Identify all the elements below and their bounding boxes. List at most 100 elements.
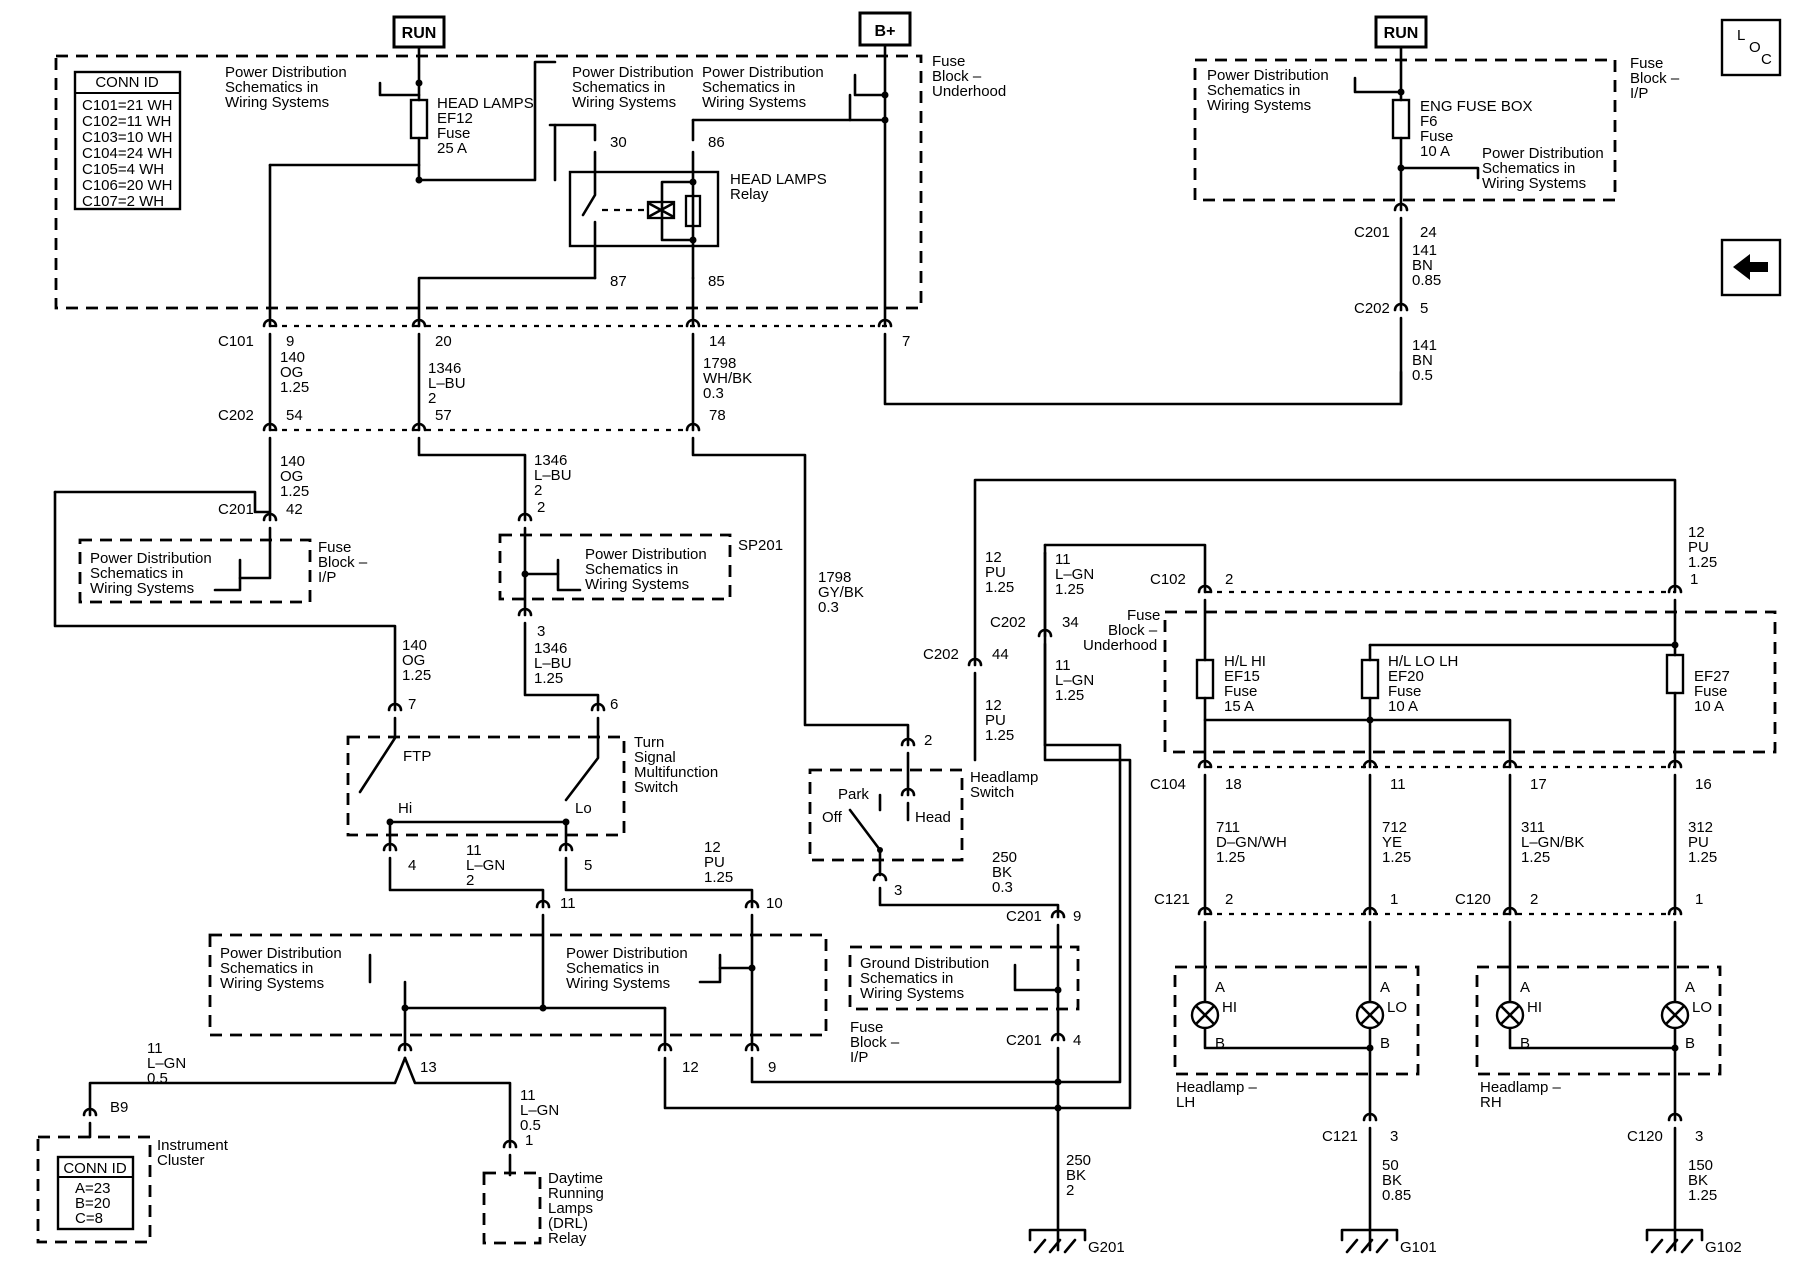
svg-text:1.25: 1.25: [1055, 581, 1084, 598]
svg-text:Power Distribution: Power Distribution: [1207, 67, 1329, 84]
svg-text:C202: C202: [218, 407, 254, 424]
fuse-block-ip-label-2: Fuse Block – I/P: [318, 539, 368, 586]
wire-12-a: 12 PU 1.25: [704, 839, 733, 886]
svg-text:EF27: EF27: [1694, 668, 1730, 685]
svg-text:2: 2: [537, 499, 545, 516]
svg-text:Relay: Relay: [548, 1230, 587, 1247]
sp201-label: SP201: [738, 537, 783, 554]
svg-text:Schematics in: Schematics in: [566, 960, 659, 977]
svg-text:11: 11: [1390, 776, 1406, 793]
svg-text:PU: PU: [1688, 834, 1709, 851]
svg-text:Headlamp –: Headlamp –: [1176, 1079, 1258, 1096]
svg-text:RUN: RUN: [402, 25, 437, 42]
svg-text:1.25: 1.25: [402, 667, 431, 684]
svg-text:C120: C120: [1455, 891, 1491, 908]
svg-text:Fuse: Fuse: [1388, 683, 1421, 700]
svg-text:C: C: [1761, 51, 1772, 68]
pds-label-2: Power Distribution Schematics in Wiring …: [572, 64, 694, 111]
wire-50: 50 BK 0.85: [1382, 1157, 1411, 1204]
svg-text:Power Distribution: Power Distribution: [1482, 145, 1604, 162]
fuse-block-underhood-box: [54, 54, 923, 310]
svg-text:12: 12: [704, 839, 721, 856]
svg-text:A: A: [1685, 979, 1695, 996]
headlamp-rh-label: Headlamp – RH: [1480, 1079, 1562, 1111]
pds-box-sp201: [498, 533, 732, 601]
head-lamps-relay: [568, 170, 720, 248]
svg-text:2: 2: [924, 732, 932, 749]
svg-text:Schematics in: Schematics in: [585, 561, 678, 578]
lo-label: Lo: [575, 800, 592, 817]
svg-text:10 A: 10 A: [1388, 698, 1418, 715]
hi-label: Hi: [398, 800, 412, 817]
svg-text:712: 712: [1382, 819, 1407, 836]
wire-140-a: 140 OG 1.25: [280, 349, 309, 396]
svg-text:A: A: [1520, 979, 1530, 996]
back-arrow-icon[interactable]: [1720, 238, 1782, 297]
svg-text:LO: LO: [1692, 999, 1712, 1016]
run-tag-right: RUN: [1374, 15, 1428, 49]
pds-label-1: Power Distribution Schematics in Wiring …: [225, 64, 347, 111]
svg-text:C105=4 WH: C105=4 WH: [82, 161, 164, 178]
wire-11-b: 11 L–GN 0.5: [147, 1040, 186, 1087]
svg-text:30: 30: [610, 134, 627, 151]
svg-text:C201: C201: [218, 501, 254, 518]
svg-text:78: 78: [709, 407, 726, 424]
svg-text:1346: 1346: [428, 360, 461, 377]
head-label: Head: [915, 809, 951, 826]
svg-text:0.85: 0.85: [1412, 272, 1441, 289]
svg-text:141: 141: [1412, 242, 1437, 259]
svg-text:Lamps: Lamps: [548, 1200, 593, 1217]
svg-text:Fuse: Fuse: [932, 53, 965, 70]
svg-text:1798: 1798: [703, 355, 736, 372]
svg-text:O: O: [1749, 39, 1761, 56]
loc-button[interactable]: L O C: [1720, 18, 1782, 77]
svg-text:25 A: 25 A: [437, 140, 467, 157]
svg-text:Block –: Block –: [932, 68, 982, 85]
svg-text:C104=24 WH: C104=24 WH: [82, 145, 172, 162]
svg-text:1.25: 1.25: [1055, 687, 1084, 704]
svg-text:HEAD LAMPS: HEAD LAMPS: [437, 95, 534, 112]
svg-text:11: 11: [147, 1040, 163, 1057]
svg-text:H/L LO LH: H/L LO LH: [1388, 653, 1458, 670]
svg-text:C202: C202: [923, 646, 959, 663]
svg-text:11: 11: [520, 1087, 536, 1104]
svg-text:140: 140: [280, 453, 305, 470]
svg-text:C106=20 WH: C106=20 WH: [82, 177, 172, 194]
ef12-label: HEAD LAMPS EF12 Fuse 25 A: [437, 95, 534, 157]
gds-label: Ground Distribution Schematics in Wiring…: [860, 955, 989, 1002]
svg-text:Wiring Systems: Wiring Systems: [566, 975, 670, 992]
off-label: Off: [822, 809, 843, 826]
svg-text:Power Distribution: Power Distribution: [566, 945, 688, 962]
svg-text:A=23: A=23: [75, 1180, 110, 1197]
ef12-fuse: [409, 98, 429, 140]
svg-text:1.25: 1.25: [1688, 554, 1717, 571]
svg-text:Fuse: Fuse: [1630, 55, 1663, 72]
svg-text:A: A: [1380, 979, 1390, 996]
ef15-label: H/L HI EF15 Fuse 15 A: [1224, 653, 1266, 715]
wire-11-c: 11 L–GN 0.5: [520, 1087, 559, 1134]
svg-text:C102=11 WH: C102=11 WH: [82, 113, 171, 130]
svg-text:Wiring Systems: Wiring Systems: [90, 580, 194, 597]
svg-text:C202: C202: [990, 614, 1026, 631]
wire-1346-c: 1346 L–BU 1.25: [534, 640, 572, 687]
svg-text:2: 2: [466, 872, 474, 889]
svg-text:Cluster: Cluster: [157, 1152, 205, 1169]
pds-label-3: Power Distribution Schematics in Wiring …: [702, 64, 824, 111]
svg-text:250: 250: [992, 849, 1017, 866]
svg-text:EF12: EF12: [437, 110, 473, 127]
svg-text:0.3: 0.3: [992, 879, 1013, 896]
svg-text:0.3: 0.3: [703, 385, 724, 402]
wire-1798-b: 1798 GY/BK 0.3: [818, 569, 864, 616]
headlamp-rh-box: [1475, 965, 1722, 1076]
svg-text:1.25: 1.25: [1521, 849, 1550, 866]
svg-text:C107=2 WH: C107=2 WH: [82, 193, 164, 210]
svg-text:Wiring Systems: Wiring Systems: [702, 94, 806, 111]
svg-text:250: 250: [1066, 1152, 1091, 1169]
svg-text:12: 12: [682, 1059, 699, 1076]
svg-text:9: 9: [1073, 908, 1081, 925]
ground-g101: G101: [1400, 1239, 1437, 1256]
svg-text:Fuse: Fuse: [437, 125, 470, 142]
drl-relay-box: [482, 1171, 542, 1245]
svg-text:1: 1: [1690, 571, 1698, 588]
turn-signal-switch-box: [346, 735, 626, 837]
